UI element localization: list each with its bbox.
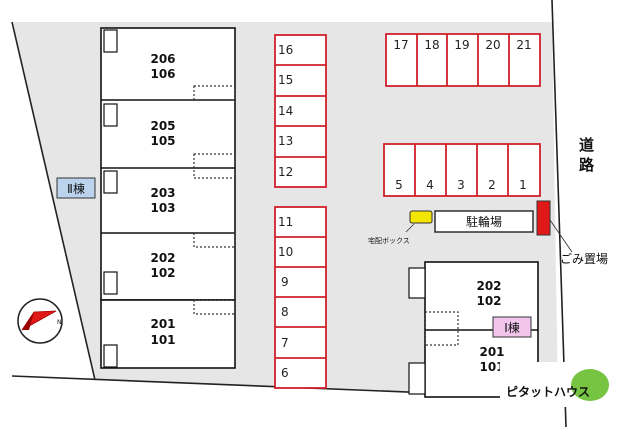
parking-top-row — [385, 33, 541, 87]
parking-12: 12 — [278, 165, 293, 179]
building-2-label: Ⅱ棟 — [67, 181, 85, 196]
building-1-badge — [492, 316, 532, 338]
parking-18: 18 — [424, 38, 439, 52]
garbage-leader — [549, 219, 573, 253]
building-2-badge — [56, 177, 96, 199]
parking-17: 17 — [393, 38, 408, 52]
unit-201-ii: 201 — [150, 317, 175, 331]
parking-21: 21 — [516, 38, 531, 52]
parking-7: 7 — [281, 336, 289, 350]
delivery-box-label: 宅配ボックス — [368, 236, 410, 245]
site-boundary-left — [11, 21, 96, 381]
parking-20: 20 — [485, 38, 500, 52]
parking-left-column — [274, 34, 327, 389]
unit-202-i: 202 — [476, 279, 501, 293]
unit-101-ii: 101 — [150, 333, 175, 347]
building-1-label: Ⅰ棟 — [504, 320, 520, 335]
parking-5: 5 — [395, 178, 403, 192]
compass-icon: N — [17, 298, 63, 344]
parking-6: 6 — [281, 366, 289, 380]
road-edge — [551, 0, 567, 427]
parking-10: 10 — [278, 245, 293, 259]
unit-102-i: 102 — [476, 294, 501, 308]
road-char-1: 道 — [579, 136, 594, 154]
unit-205: 205 — [150, 119, 175, 133]
parking-13: 13 — [278, 134, 293, 148]
unit-202-ii: 202 — [150, 251, 175, 265]
bicycle-parking-label: 駐輪場 — [466, 214, 502, 229]
parking-16: 16 — [278, 43, 293, 57]
garbage-area — [536, 200, 551, 236]
parking-1: 1 — [519, 178, 527, 192]
parking-9: 9 — [281, 275, 289, 289]
delivery-box-leader — [405, 223, 415, 233]
unit-106: 106 — [150, 67, 175, 81]
unit-102-ii: 102 — [150, 266, 175, 280]
delivery-box — [409, 210, 433, 224]
unit-201-i: 201 — [479, 345, 504, 359]
parking-15: 15 — [278, 73, 293, 87]
unit-103: 103 — [150, 201, 175, 215]
unit-101-i: 101 — [479, 360, 504, 374]
parking-3: 3 — [457, 178, 465, 192]
parking-14: 14 — [278, 104, 293, 118]
parking-4: 4 — [426, 178, 434, 192]
parking-2: 2 — [488, 178, 496, 192]
unit-203: 203 — [150, 186, 175, 200]
svg-text:N: N — [57, 319, 62, 326]
garbage-label: ごみ置場 — [560, 251, 608, 266]
parking-middle-row — [383, 143, 541, 197]
parking-8: 8 — [281, 305, 289, 319]
unit-206: 206 — [150, 52, 175, 66]
parking-11: 11 — [278, 215, 293, 229]
road-char-2: 路 — [579, 156, 595, 174]
bicycle-parking — [434, 210, 534, 233]
pitat-house-logo: ピタットハウス — [500, 362, 620, 407]
building-2 — [100, 27, 236, 369]
parking-19: 19 — [454, 38, 469, 52]
logo-text: ピタットハウス — [506, 385, 590, 399]
unit-105: 105 — [150, 134, 175, 148]
